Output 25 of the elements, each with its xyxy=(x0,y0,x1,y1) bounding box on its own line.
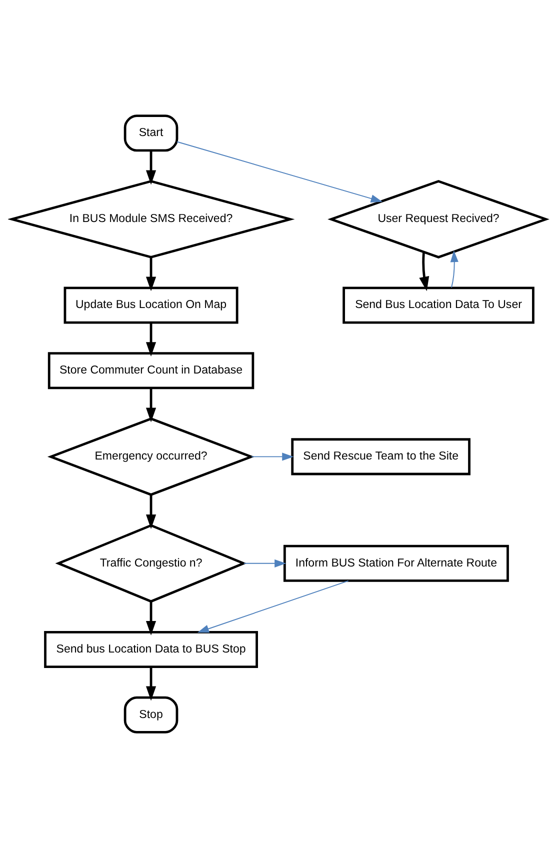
node-box: Store Commuter Count in Database xyxy=(48,352,254,389)
node-diamond: Traffic Congestio n? xyxy=(55,524,247,602)
arrow xyxy=(146,666,156,700)
arrow xyxy=(146,601,156,635)
arrow xyxy=(146,256,156,291)
node-diamond: Emergency occurred? xyxy=(47,416,255,496)
node-diamond: User Request Recived? xyxy=(328,179,550,258)
node-diamond: In BUS Module SMS Received? xyxy=(8,179,295,258)
arrow xyxy=(197,580,349,632)
arrow xyxy=(176,140,382,202)
arrow xyxy=(450,250,458,288)
node-box: Update Bus Location On Map xyxy=(64,286,238,324)
arrow xyxy=(146,494,156,528)
node-box: Send Rescue Team to the Site xyxy=(291,438,470,475)
arrow xyxy=(243,558,286,567)
node-box: Start xyxy=(124,114,178,152)
arrow xyxy=(146,388,156,422)
node-box: Stop xyxy=(124,696,178,733)
arrow xyxy=(146,322,156,356)
arrow xyxy=(146,150,156,184)
node-box: Send bus Location Data to BUS Stop xyxy=(44,630,258,668)
arrow xyxy=(251,452,294,460)
node-box: Send Bus Location Data To User xyxy=(342,286,534,324)
arrow xyxy=(419,251,430,291)
node-box: Inform BUS Station For Alternate Route xyxy=(283,544,509,582)
